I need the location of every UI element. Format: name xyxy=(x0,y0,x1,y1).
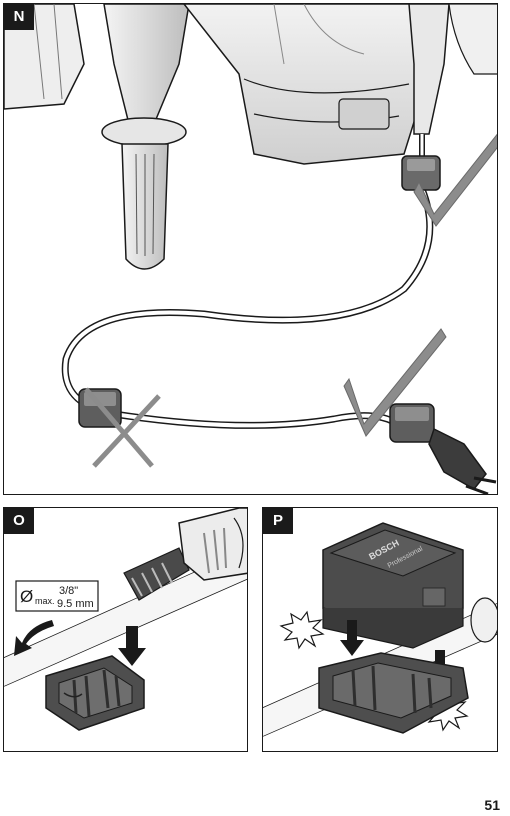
cord-tag-correct-top xyxy=(402,156,440,190)
size-inch-text: 3/8" xyxy=(59,585,78,597)
cord-tag-attach-illustration: Ø max. 3/8" 9.5 mm xyxy=(4,508,248,752)
diameter-symbol: Ø xyxy=(20,587,33,606)
drill-with-cord-tag-illustration xyxy=(4,4,498,495)
panel-label-p: P xyxy=(263,508,293,534)
size-mm-text: 9.5 mm xyxy=(57,598,94,610)
click-burst-icon xyxy=(281,612,323,648)
panel-label-n: N xyxy=(4,4,34,30)
page-number: 51 xyxy=(484,797,500,813)
cord-tag-correct-plug xyxy=(390,404,434,442)
cord-tag-top: BOSCH Professional xyxy=(323,523,463,648)
figure-panel-o: Ø max. 3/8" 9.5 mm O xyxy=(3,507,248,752)
figure-panel-n: N xyxy=(3,3,498,495)
cord-tag-base xyxy=(46,656,144,730)
cord-tag-click-illustration: BOSCH Professional xyxy=(263,508,498,752)
max-text: max. xyxy=(35,596,55,606)
power-plug xyxy=(429,429,496,494)
figure-panel-p: BOSCH Professional P xyxy=(262,507,498,752)
panel-label-o: O xyxy=(4,508,34,534)
diameter-label-box: Ø max. 3/8" 9.5 mm xyxy=(16,581,98,611)
